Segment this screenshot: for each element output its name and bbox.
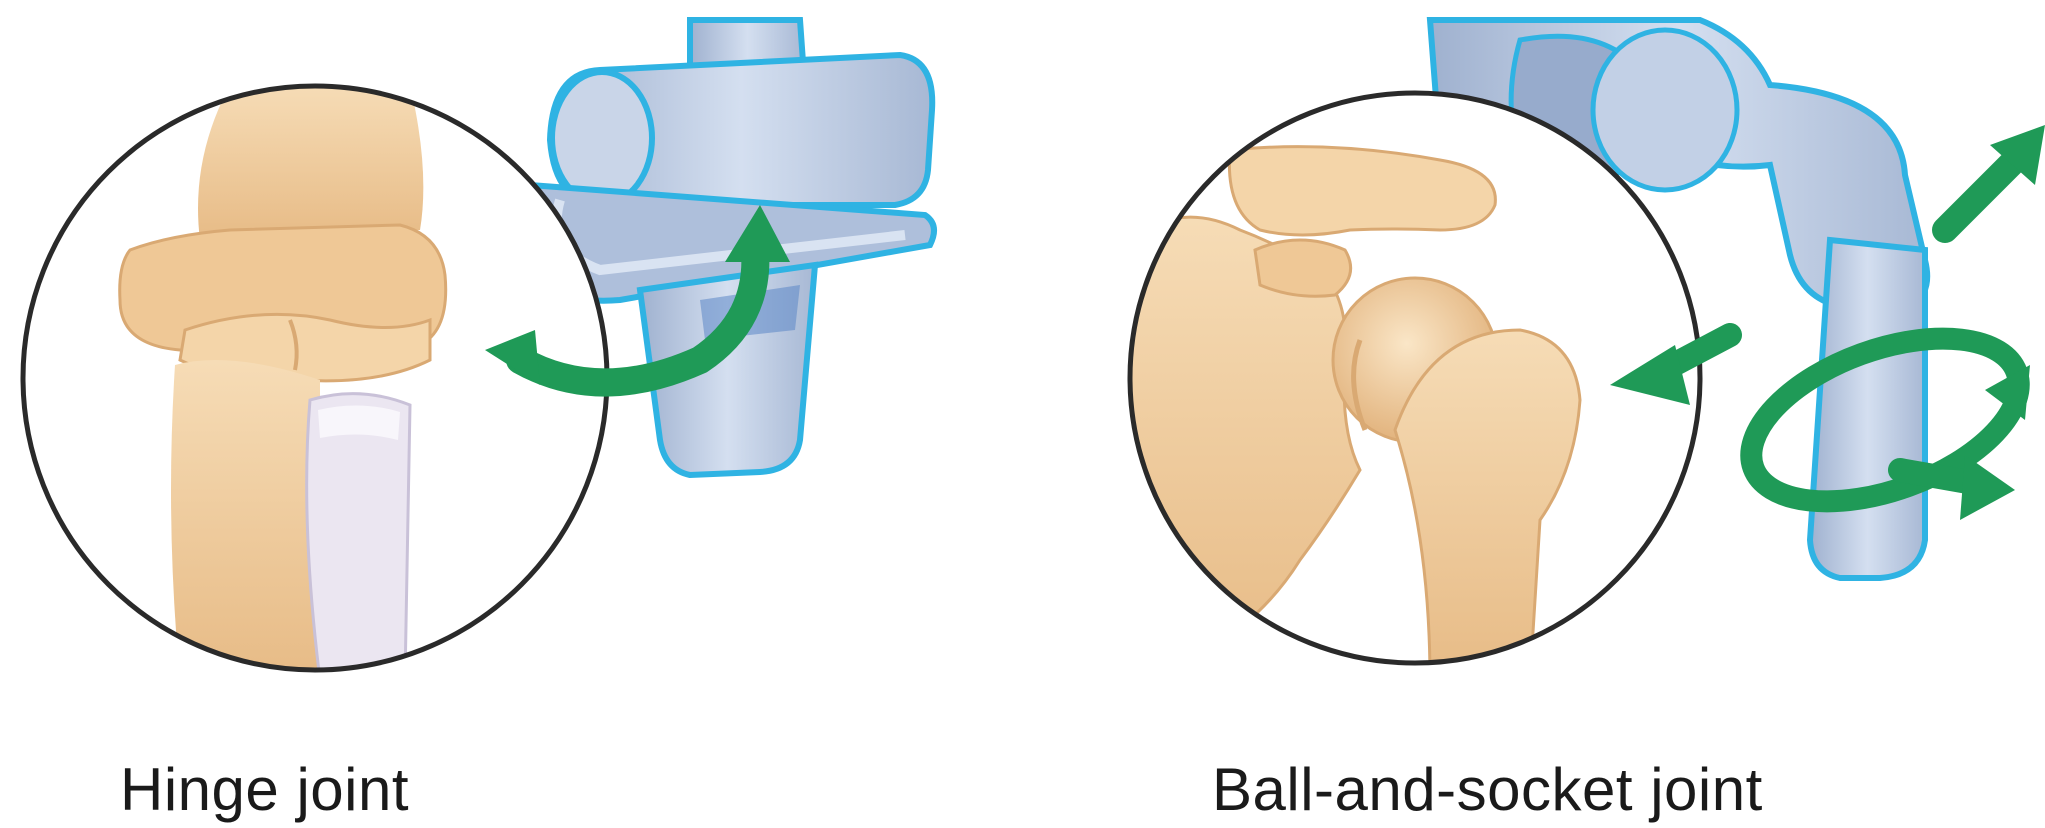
hinge-joint-caption: Hinge joint (120, 760, 409, 820)
hinge-joint-panel (20, 20, 934, 680)
ball-and-socket-panel (1120, 20, 2045, 680)
ball-and-socket-caption: Ball-and-socket joint (1212, 760, 1763, 820)
